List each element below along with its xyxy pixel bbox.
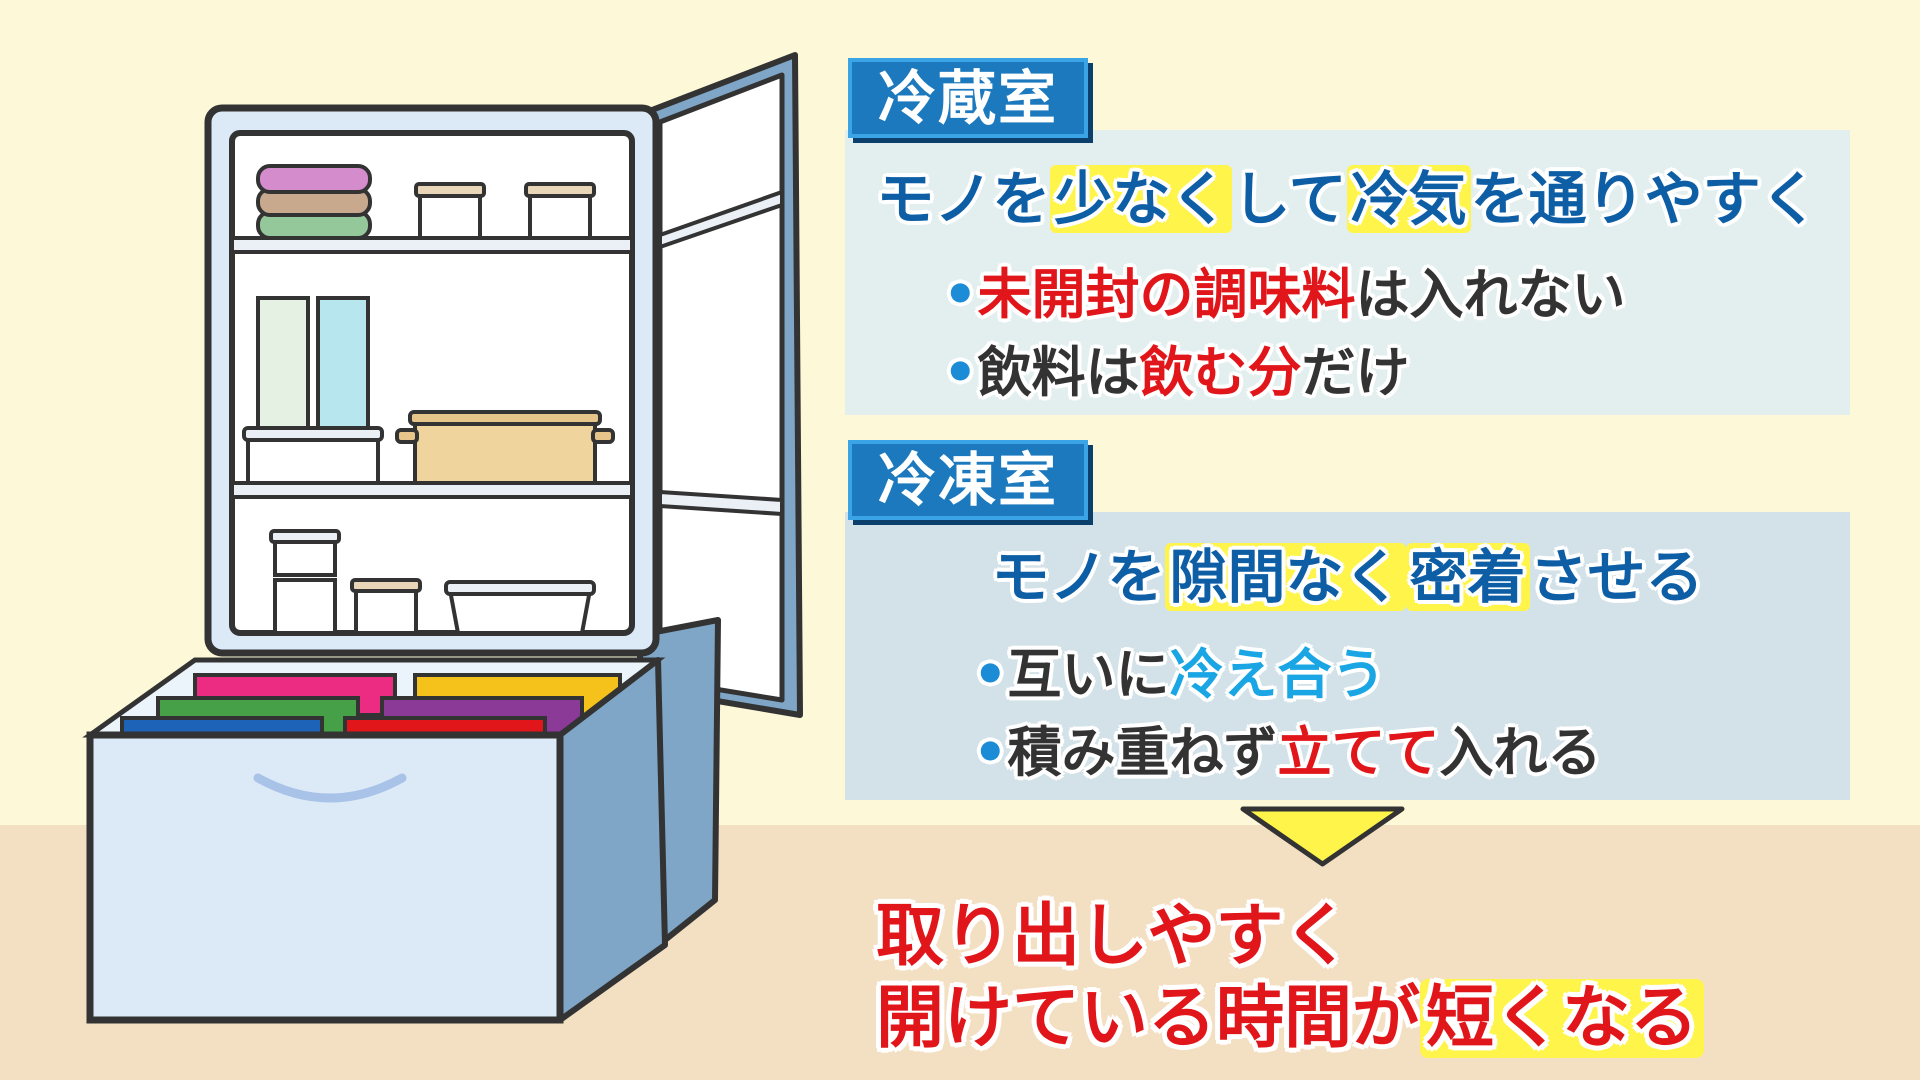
conclusion-text: 開けている時間が xyxy=(876,979,1421,1058)
bullet-text: 積み重ねず xyxy=(1007,721,1278,784)
headline-text: モノを xyxy=(876,165,1051,234)
headline-text: モノを xyxy=(991,543,1166,612)
refrigerator-illustration xyxy=(82,52,803,1024)
headline-highlight: 少なく xyxy=(1050,165,1233,234)
tray xyxy=(447,588,593,635)
freezer-bullet-2: •積み重ねず立てて入れる xyxy=(973,708,1602,787)
fridge-door xyxy=(649,52,803,718)
freezer-tips-panel: モノを隙間なく密着させる •互いに冷え合う •積み重ねず立てて入れる xyxy=(845,512,1850,800)
fridge-bullet-2: •飲料は飲む分だけ xyxy=(943,328,1410,407)
fridge-shelf xyxy=(230,481,634,499)
carton xyxy=(316,296,370,436)
fridge-interior xyxy=(229,130,635,636)
freezer-headline: モノを隙間なく密着させる xyxy=(845,530,1850,614)
bullet-emphasis: 冷え合う xyxy=(1169,643,1386,706)
headline-highlight: 密着 xyxy=(1405,543,1530,612)
bullet-dot: • xyxy=(943,263,978,326)
fridge-tips-panel: モノを少なくして冷気を通りやすく •未開封の調味料は入れない •飲料は飲む分だけ xyxy=(845,130,1850,415)
bullet-text: だけ xyxy=(1301,341,1410,404)
bullet-dot: • xyxy=(973,643,1008,706)
fridge-tag: 冷蔵室 xyxy=(848,58,1089,138)
headline-highlight: 冷気 xyxy=(1346,165,1471,234)
headline-text: して xyxy=(1232,165,1347,234)
fridge-shelf xyxy=(230,236,634,254)
down-arrow-icon xyxy=(1240,806,1405,867)
bullet-emphasis: 未開封の調味料 xyxy=(977,263,1356,326)
fridge-bullet-1: •未開封の調味料は入れない xyxy=(943,250,1626,329)
conclusion-line-2: 開けている時間が短くなる xyxy=(876,962,1705,1061)
carton xyxy=(256,296,310,436)
stacked-containers xyxy=(256,164,372,240)
conclusion-highlight: 短くなる xyxy=(1420,979,1705,1058)
fridge-headline: モノを少なくして冷気を通りやすく xyxy=(845,152,1850,236)
bullet-text: 互いに xyxy=(1007,643,1170,706)
bullet-text: は入れない xyxy=(1355,263,1626,326)
jar xyxy=(273,578,337,635)
jar xyxy=(273,535,337,577)
drawer-handle xyxy=(253,773,407,803)
pot xyxy=(413,416,597,485)
bullet-emphasis: 飲む分 xyxy=(1139,341,1302,404)
freezer-bullet-1: •互いに冷え合う xyxy=(973,630,1386,709)
bullet-emphasis: 立てて xyxy=(1277,721,1440,784)
freezer-tag: 冷凍室 xyxy=(848,440,1089,520)
bullet-text: 飲料は xyxy=(977,341,1140,404)
conclusion-line-1: 取り出しやすく xyxy=(876,897,1352,976)
bullet-text: 入れる xyxy=(1439,721,1602,784)
headline-highlight: 隙間なく xyxy=(1165,543,1406,612)
bullet-dot: • xyxy=(973,721,1008,784)
freezer-drawer xyxy=(82,657,668,1024)
headline-text: を通りやすく xyxy=(1470,165,1819,234)
bullet-dot: • xyxy=(943,341,978,404)
headline-text: させる xyxy=(1529,543,1704,612)
